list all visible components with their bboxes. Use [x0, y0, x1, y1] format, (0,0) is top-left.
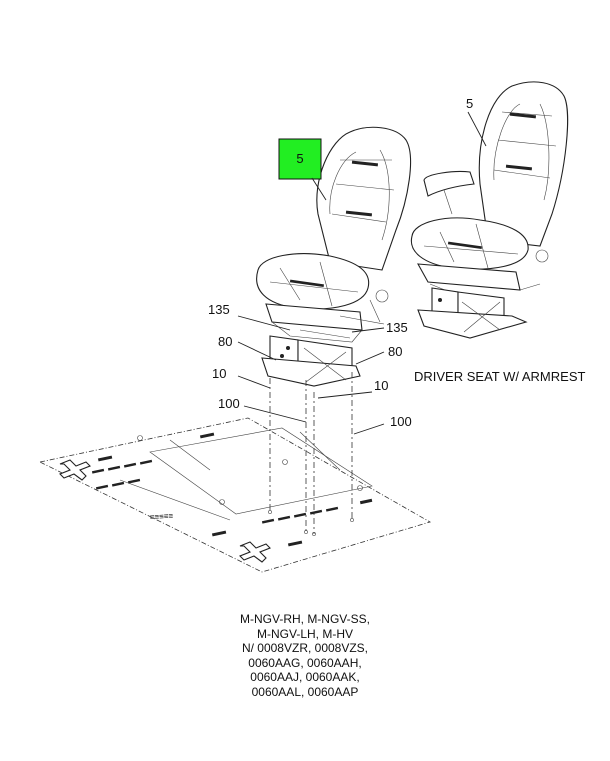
callout-leaders — [237, 111, 487, 435]
highlighted-callout-seat[interactable]: 5 — [278, 138, 327, 201]
callout-bracket-left[interactable]: 135 — [208, 302, 230, 317]
floor-x-cutout-left — [59, 459, 91, 481]
callout-screw-right[interactable]: 100 — [390, 414, 412, 429]
driver-seat-armrest-label: DRIVER SEAT W/ ARMREST — [414, 369, 585, 384]
applicability-line: M-NGV-LH, M-HV — [257, 626, 353, 641]
floor-x-cutout-bottom — [239, 541, 271, 563]
install-axis-lines — [268, 372, 354, 536]
applicability-line: M-NGV-RH, M-NGV-SS, — [239, 612, 370, 626]
cab-floor-panel: ≡≡≡≡≡ — [38, 417, 432, 573]
floor-drain-holes — [137, 435, 363, 505]
applicability-caption: M-NGV-RH, M-NGV-SS, M-NGV-LH, M-HV N/ 00… — [0, 612, 610, 699]
callout-seat-armrest[interactable]: 5 — [466, 96, 473, 111]
callout-bolt-left[interactable]: 10 — [212, 366, 226, 381]
driver-seat-with-armrest — [410, 81, 569, 339]
callout-riser-right[interactable]: 80 — [388, 344, 402, 359]
applicability-line: 0060AAL, 0060AAP — [251, 684, 359, 699]
applicability-line: N/ 0008VZR, 0008VZS, — [241, 641, 369, 655]
applicability-line: 0060AAJ, 0060AAK, — [250, 670, 360, 684]
floor-slots — [91, 432, 373, 547]
svg-text:≡≡≡≡≡: ≡≡≡≡≡ — [150, 511, 174, 522]
callout-screw-left[interactable]: 100 — [218, 396, 240, 411]
callout-riser-left[interactable]: 80 — [218, 334, 232, 349]
applicability-line: 0060AAG, 0060AAH, — [248, 655, 362, 670]
driver-seat-main — [256, 126, 412, 387]
callout-seat-main: 5 — [296, 151, 303, 166]
callout-bracket-right[interactable]: 135 — [386, 320, 408, 335]
callout-bolt-right[interactable]: 10 — [374, 378, 388, 393]
